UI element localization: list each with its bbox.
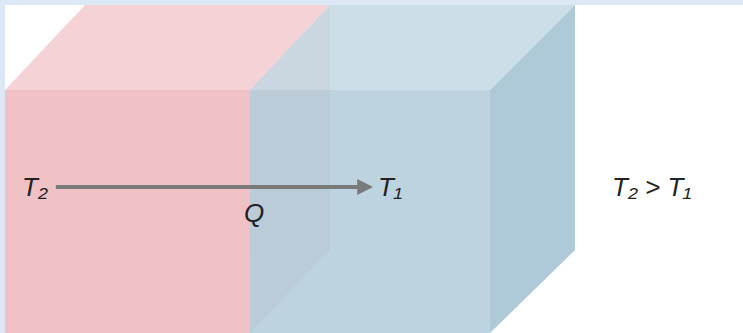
heat-label: Q <box>244 199 264 228</box>
frame-top <box>0 0 743 5</box>
temperature-label: T₂ <box>22 173 48 202</box>
inequality-note: T₂ > T₁ <box>612 173 692 202</box>
cold-side <box>490 5 575 333</box>
temperature-body: T₁ <box>372 169 408 206</box>
temperature-body: T₂ <box>16 169 54 206</box>
heat-flow-arrow <box>56 185 370 189</box>
frame-left <box>0 0 5 333</box>
cold-cube <box>250 5 575 333</box>
hot-front <box>5 90 250 333</box>
temperature-label: T₁ <box>378 173 402 202</box>
cold-front <box>250 90 490 333</box>
